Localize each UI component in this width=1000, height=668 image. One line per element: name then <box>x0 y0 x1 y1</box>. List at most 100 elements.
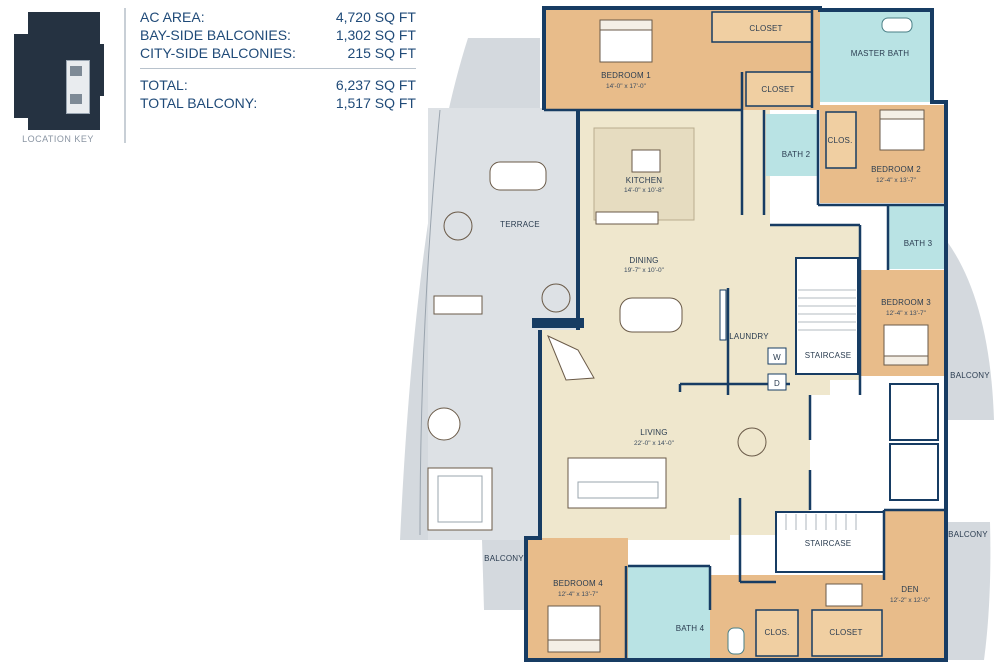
stat-row: BAY-SIDE BALCONIES: 1,302 SQ FT <box>140 26 416 44</box>
bath4-label: BATH 4 <box>676 624 705 633</box>
location-key-building-left <box>14 34 32 118</box>
dining-table <box>619 297 683 333</box>
total-row: TOTAL: 6,237 SQ FT <box>140 76 416 94</box>
piano <box>547 335 595 381</box>
elevator-1 <box>889 383 939 441</box>
staircase1-treads <box>798 289 856 331</box>
terrace-plant <box>541 283 571 313</box>
dryer <box>767 373 787 391</box>
stat-row: CITY-SIDE BALCONIES: 215 SQ FT <box>140 44 416 62</box>
room-labels: BEDROOM 1 14'-0" x 17'-0" CLOSET CLOSET … <box>484 24 990 637</box>
total-label: TOTAL: <box>140 77 188 93</box>
bedroom3-bed <box>883 324 929 366</box>
bedroom1-label: BEDROOM 1 <box>601 71 651 80</box>
master-bath-tub <box>881 17 913 33</box>
terrace-hot-tub <box>427 467 493 531</box>
terrace-label: TERRACE <box>500 220 540 229</box>
terrace-hot-tub-inner <box>437 475 483 523</box>
terrace-round-table <box>427 407 461 441</box>
bath2-fill <box>766 114 818 176</box>
stat-label: BAY-SIDE BALCONIES: <box>140 27 291 43</box>
den-dims: 12'-2" x 12'-0" <box>890 597 931 604</box>
stat-label: CITY-SIDE BALCONIES: <box>140 45 296 61</box>
dryer-label: D <box>774 379 780 388</box>
balcony-east-label: BALCONY <box>950 371 990 380</box>
bedroom4-dims: 12'-4" x 13'-7" <box>558 591 599 598</box>
closet2-label: CLOSET <box>761 85 794 94</box>
location-key-building-right <box>98 44 104 96</box>
balcony-sw-area <box>482 540 526 610</box>
elevator-2 <box>889 443 939 501</box>
living-coffee-table <box>577 481 659 499</box>
bath2-label: BATH 2 <box>782 150 811 159</box>
kitchen-fill <box>593 127 695 221</box>
staircase1-fill <box>795 257 859 375</box>
key-divider <box>124 8 126 143</box>
kitchen-counter <box>595 211 659 225</box>
bath4-fill <box>628 566 710 658</box>
stat-value: 215 SQ FT <box>347 45 416 61</box>
location-key-label: LOCATION KEY <box>22 134 94 144</box>
laundry-label: LAUNDRY <box>729 332 769 341</box>
terrace-wall-block <box>532 318 584 328</box>
location-key: LOCATION KEY <box>0 0 120 150</box>
bedroom2-label: BEDROOM 2 <box>871 165 921 174</box>
kitchen-island <box>631 149 661 173</box>
terrace-plant <box>443 211 473 241</box>
staircase2-label: STAIRCASE <box>805 539 852 548</box>
clos-b2-label: CLOS. <box>827 136 852 145</box>
bedroom1-bed <box>599 19 653 63</box>
den-label: DEN <box>901 585 919 594</box>
stat-value: 1,302 SQ FT <box>335 27 416 43</box>
location-key-highlight-detail <box>70 66 82 76</box>
total-value: 6,237 SQ FT <box>335 77 416 93</box>
stats-rule <box>140 68 416 69</box>
den-upper-fill <box>884 510 948 580</box>
balcony-sw-label: BALCONY <box>484 554 524 563</box>
bedroom3-label: BEDROOM 3 <box>881 298 931 307</box>
closet-den-fill <box>811 609 883 657</box>
closet1-label: CLOSET <box>749 24 782 33</box>
elevator-lobby-fill <box>830 380 886 506</box>
clos-b2-fill <box>825 111 857 169</box>
balcony-se-area <box>946 522 991 660</box>
balcony-east-area <box>946 240 994 420</box>
total-row: TOTAL BALCONY: 1,517 SQ FT <box>140 94 416 112</box>
closet-den-label: CLOSET <box>829 628 862 637</box>
stat-label: AC AREA: <box>140 9 205 25</box>
living-dims: 22'-0" x 14'-0" <box>634 440 675 447</box>
stat-row: AC AREA: 4,720 SQ FT <box>140 8 416 26</box>
column <box>719 289 727 341</box>
balcony-se-label: BALCONY <box>948 530 988 539</box>
bath3-fill <box>888 205 946 269</box>
kitchen-label: KITCHEN <box>626 176 663 185</box>
clos-b4-fill <box>755 609 799 657</box>
terrace-table <box>489 161 547 191</box>
terrace-lounger <box>433 295 483 315</box>
bedroom3-dims: 12'-4" x 13'-7" <box>886 310 927 317</box>
bedroom4-label: BEDROOM 4 <box>553 579 603 588</box>
total-label: TOTAL BALCONY: <box>140 95 258 111</box>
dining-label: DINING <box>629 256 658 265</box>
staircase2-fill <box>775 511 885 573</box>
washer <box>767 347 787 365</box>
stat-value: 4,720 SQ FT <box>335 9 416 25</box>
dining-dims: 19'-7" x 10'-0" <box>624 267 665 274</box>
living-label: LIVING <box>640 428 667 437</box>
total-value: 1,517 SQ FT <box>335 95 416 111</box>
living-sofa <box>567 457 667 509</box>
living-round-table <box>737 427 767 457</box>
area-stats: AC AREA: 4,720 SQ FT BAY-SIDE BALCONIES:… <box>140 8 416 112</box>
bath4-tub <box>727 627 745 655</box>
terrace-railing <box>419 109 441 536</box>
exterior-walls <box>524 6 948 662</box>
clos-b4-label: CLOS. <box>764 628 789 637</box>
bath3-label: BATH 3 <box>904 239 933 248</box>
bedroom4-bed <box>547 605 601 653</box>
staircase2-treads <box>785 514 857 530</box>
kitchen-dims: 14'-0" x 10'-8" <box>624 187 665 194</box>
staircase1-label: STAIRCASE <box>805 351 852 360</box>
bedroom1-dims: 14'-0" x 17'-0" <box>606 83 647 90</box>
location-key-highlight-detail <box>70 94 82 104</box>
